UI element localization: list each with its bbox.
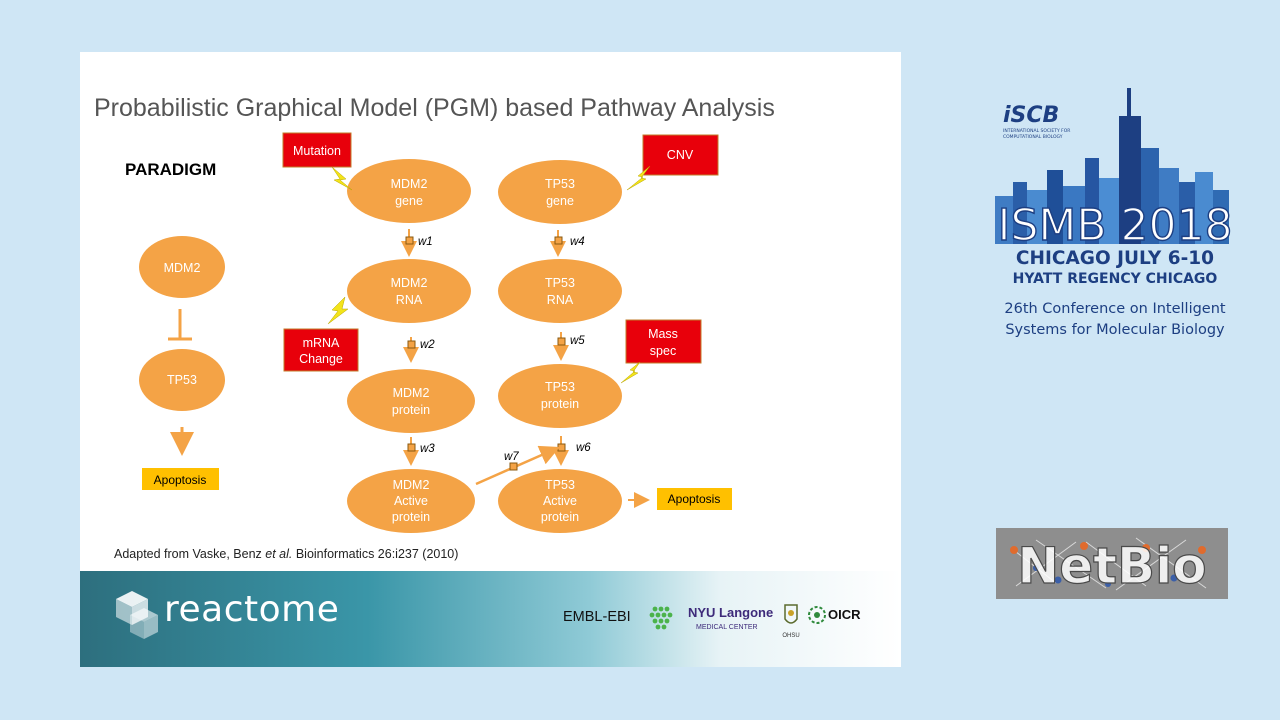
output-apoptosis-label: Apoptosis [668, 492, 721, 506]
oicr-label: OICR [828, 607, 861, 622]
mrna-lightning-icon [327, 296, 349, 325]
tp53-active-line2: Active [543, 494, 577, 508]
iscb-full-2: COMPUTATIONAL BIOLOGY [1003, 134, 1063, 140]
cnv-lightning-icon [626, 165, 651, 191]
chain-apoptosis-box [142, 468, 219, 490]
chain-tp53-node [139, 349, 225, 411]
cnv-box [642, 134, 719, 176]
tp53-active-line3: protein [541, 510, 579, 524]
weight-label-w1: w1 [418, 236, 433, 248]
weight-node-w2 [407, 340, 416, 349]
mdm2-rna-line1: MDM2 [391, 276, 428, 290]
conference-subtitle-1: 26th Conference on Intelligent [1004, 301, 1226, 317]
partner-logos: EMBL-EBI NYU Langone MEDICAL CENTER OHSU… [563, 604, 861, 639]
tp53-protein-line2: protein [541, 397, 579, 411]
weight-label-w7: w7 [504, 451, 519, 463]
paradigm-chain: MDM2 TP53 Apoptosis [139, 236, 225, 490]
tp53-protein-node [498, 364, 622, 428]
ohsu-label: OHSU [782, 633, 799, 639]
weight-label-w3: w3 [420, 443, 435, 455]
tp53-gene-line2: gene [546, 194, 574, 208]
chain-apoptosis-label: Apoptosis [154, 473, 207, 487]
mass-spec-box [625, 319, 702, 364]
mdm2-column: MDM2 gene MDM2 RNA MDM2 protein MDM2 Act… [347, 159, 475, 533]
mdm2-gene-node [347, 159, 471, 223]
mutation-lightning-icon [331, 166, 353, 191]
pathway-diagram: PARADIGM MDM2 TP53 Apoptosis MDM2 gene M… [125, 132, 732, 533]
weight-node-w7 [509, 462, 518, 471]
cnv-label: CNV [667, 148, 694, 162]
iscb-logo: iSCB [1003, 103, 1059, 128]
ismb-conference-logo: iSCB INTERNATIONAL SOCIETY FOR COMPUTATI… [995, 88, 1233, 338]
chain-mdm2-node [139, 236, 225, 298]
slide-title: Probabilistic Graphical Model (PGM) base… [94, 94, 775, 122]
mass-spec-lightning-icon [620, 361, 641, 384]
tp53-rna-line2: RNA [547, 293, 574, 307]
evidence-boxes: Mutation mRNA Change CNV Mass spec [282, 132, 719, 384]
citation-suffix: Bioinformatics 26:i237 (2010) [292, 547, 459, 561]
tp53-column: TP53 gene TP53 RNA TP53 protein TP53 Act… [475, 160, 732, 533]
venue: HYATT REGENCY CHICAGO [1013, 271, 1218, 287]
tp53-active-line1: TP53 [545, 478, 575, 492]
weight-label-w4: w4 [570, 236, 585, 248]
tp53-protein-line1: TP53 [545, 380, 575, 394]
weight-node-w6 [557, 443, 566, 452]
mutation-box [282, 132, 352, 168]
citation-prefix: Adapted from Vaske, Benz [114, 547, 266, 561]
paradigm-label: PARADIGM [125, 160, 216, 179]
city-dates: CHICAGO JULY 6-10 [1016, 248, 1214, 269]
weight-node-w1 [405, 236, 414, 245]
reactome-wordmark: reactome [164, 589, 340, 630]
mdm2-active-line1: MDM2 [393, 478, 430, 492]
tp53-active-node [498, 469, 622, 533]
iscb-full-1: INTERNATIONAL SOCIETY FOR [1003, 128, 1070, 134]
mdm2-protein-line2: protein [392, 403, 430, 417]
chicago-skyline-icon [995, 88, 1229, 244]
chain-tp53-label: TP53 [167, 373, 197, 387]
weight-node-w3 [407, 443, 416, 452]
mutation-label: Mutation [293, 144, 341, 158]
oicr-logo-icon [808, 606, 826, 624]
output-apoptosis-box [657, 488, 732, 510]
mdm2-protein-line1: MDM2 [393, 386, 430, 400]
netbio-sponsor-logo: NetBio [996, 528, 1228, 599]
mass-spec-line1: Mass [648, 327, 678, 341]
tp53-rna-node [498, 259, 622, 323]
netbio-logo-icon: NetBio [1010, 536, 1207, 596]
mdm2-active-line2: Active [394, 494, 428, 508]
conference-subtitle-2: Systems for Molecular Biology [1005, 322, 1225, 338]
mdm2-protein-node [347, 369, 475, 433]
mrna-change-line2: Change [299, 352, 343, 366]
mdm2-rna-node [347, 259, 471, 323]
weight-node-w5 [557, 337, 566, 346]
slide-footer: reactome EMBL-EBI NYU Langone MEDICAL CE… [80, 571, 901, 667]
presentation-slide: Probabilistic Graphical Model (PGM) base… [80, 52, 901, 667]
embl-hex-icon [649, 606, 673, 630]
nyu-subtitle: MEDICAL CENTER [696, 624, 758, 631]
weight-label-w6: w6 [576, 442, 591, 454]
mdm2-rna-line2: RNA [396, 293, 423, 307]
chain-mdm2-label: MDM2 [164, 261, 201, 275]
mrna-change-line1: mRNA [303, 336, 340, 350]
reactome-logo-icon [116, 591, 158, 639]
tp53-gene-node [498, 160, 622, 224]
ohsu-logo-icon [784, 604, 798, 624]
netbio-wordmark: NetBio [1017, 537, 1206, 595]
embl-ebi-logo: EMBL-EBI [563, 609, 631, 625]
mrna-change-box [283, 328, 359, 372]
citation-etal: et al. [265, 547, 293, 561]
ismb-2018-wordmark: ISMB 2018 [997, 200, 1232, 251]
mdm2-active-line3: protein [392, 510, 430, 524]
tp53-gene-line1: TP53 [545, 177, 575, 191]
mdm2-gene-line1: MDM2 [391, 177, 428, 191]
mass-spec-line2: spec [650, 344, 676, 358]
nyu-logo: NYU Langone [688, 605, 773, 620]
weight-label-w2: w2 [420, 339, 435, 351]
mdm2-gene-line2: gene [395, 194, 423, 208]
weight-node-w4 [554, 236, 563, 245]
tp53-rna-line1: TP53 [545, 276, 575, 290]
weight-label-w5: w5 [570, 335, 585, 347]
mdm2-active-node [347, 469, 475, 533]
citation: Adapted from Vaske, Benz et al. Bioinfor… [114, 547, 458, 561]
